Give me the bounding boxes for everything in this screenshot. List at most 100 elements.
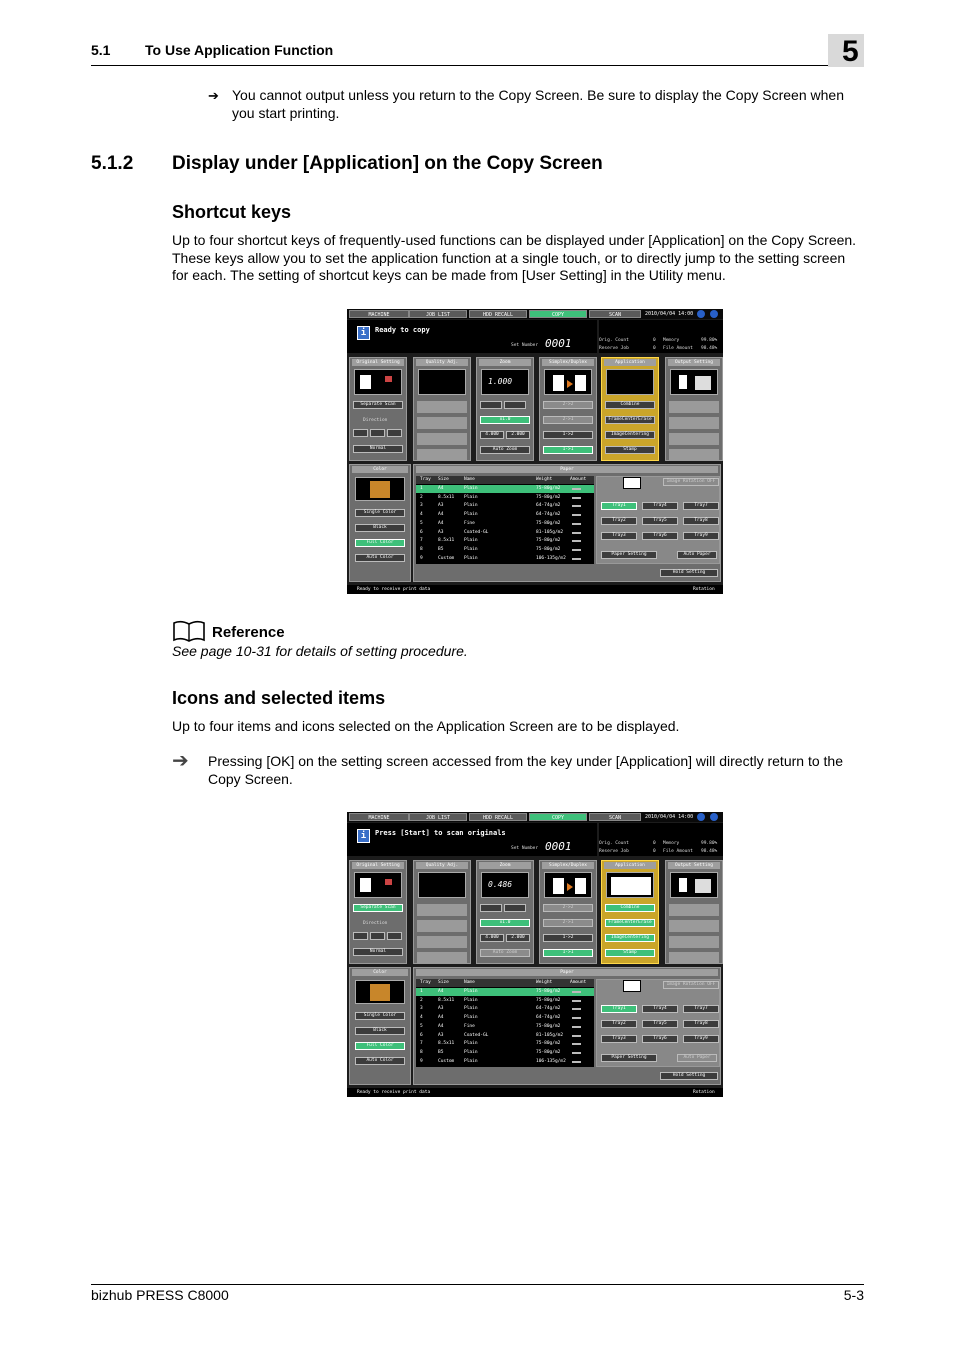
- tray-button-6[interactable]: Tray3: [601, 532, 637, 540]
- application-button-2[interactable]: ImageCentering: [605, 934, 655, 942]
- tray-button-3[interactable]: Tray2: [601, 517, 637, 525]
- duplex-button-2[interactable]: 1->2: [543, 431, 593, 439]
- zoom-4-button[interactable]: 4.000: [480, 431, 504, 439]
- panel-title[interactable]: Original Setting: [352, 359, 404, 366]
- help-icon[interactable]: [697, 310, 705, 318]
- application-button-0[interactable]: Combine: [605, 904, 655, 912]
- mode-icon[interactable]: [710, 310, 718, 318]
- auto-zoom-button[interactable]: Auto Zoom: [480, 949, 530, 957]
- panel-title[interactable]: Output Setting: [668, 359, 720, 366]
- rotation-text[interactable]: Rotation: [693, 587, 715, 592]
- help-icon[interactable]: [697, 813, 705, 821]
- panel-title[interactable]: Application: [604, 359, 656, 366]
- paper-setting-button[interactable]: Paper Setting: [601, 1054, 657, 1062]
- panel-title[interactable]: Zoom: [479, 862, 531, 869]
- normal-button[interactable]: Normal: [353, 948, 403, 956]
- tray-button-4[interactable]: Tray5: [642, 1020, 678, 1028]
- color-button-3[interactable]: Auto Color: [355, 554, 405, 562]
- tray-button-0[interactable]: Tray1: [601, 1005, 637, 1013]
- tray-button-1[interactable]: Tray4: [642, 502, 678, 510]
- zoom-plus-button[interactable]: [504, 401, 526, 409]
- application-button-1[interactable]: FrameCenterErase: [605, 919, 655, 927]
- tray-button-6[interactable]: Tray3: [601, 1035, 637, 1043]
- tab-0[interactable]: MACHINE: [349, 310, 409, 318]
- tray-button-2[interactable]: Tray7: [683, 1005, 719, 1013]
- duplex-button-3[interactable]: 1->1: [543, 446, 593, 454]
- direction-button-2[interactable]: [387, 932, 402, 940]
- auto-zoom-button[interactable]: Auto Zoom: [480, 446, 530, 454]
- image-rotation-button[interactable]: Image Rotation OFF: [663, 981, 719, 989]
- zoom-x1-button[interactable]: x1.0: [480, 919, 530, 927]
- duplex-button-1[interactable]: 2->1: [543, 416, 593, 424]
- tab-2[interactable]: HDD RECALL: [469, 310, 527, 318]
- direction-button-0[interactable]: [353, 932, 368, 940]
- separate-scan-button[interactable]: Separate Scan: [353, 904, 403, 912]
- application-button-1[interactable]: FrameCenterErase: [605, 416, 655, 424]
- normal-button[interactable]: Normal: [353, 445, 403, 453]
- zoom-2-button[interactable]: 2.000: [506, 431, 530, 439]
- hold-setting-button[interactable]: Hold Setting: [660, 1072, 718, 1080]
- tray-button-5[interactable]: Tray8: [683, 1020, 719, 1028]
- duplex-button-0[interactable]: 2->2: [543, 401, 593, 409]
- hold-setting-button[interactable]: Hold Setting: [660, 569, 718, 577]
- zoom-2-button[interactable]: 2.000: [506, 934, 530, 942]
- tab-3[interactable]: COPY: [529, 310, 587, 318]
- tray-button-3[interactable]: Tray2: [601, 1020, 637, 1028]
- color-button-0[interactable]: Single Color: [355, 1012, 405, 1020]
- image-rotation-button[interactable]: Image Rotation OFF: [663, 478, 719, 486]
- zoom-minus-button[interactable]: [480, 904, 502, 912]
- tray-button-8[interactable]: Tray9: [683, 532, 719, 540]
- tab-4[interactable]: SCAN: [589, 310, 641, 318]
- direction-button-0[interactable]: [353, 429, 368, 437]
- panel-title[interactable]: Application: [604, 862, 656, 869]
- panel-title[interactable]: Zoom: [479, 359, 531, 366]
- tray-button-2[interactable]: Tray7: [683, 502, 719, 510]
- panel-title[interactable]: Original Setting: [352, 862, 404, 869]
- tab-1[interactable]: JOB LIST: [409, 310, 467, 318]
- color-button-1[interactable]: Black: [355, 1027, 405, 1035]
- color-button-0[interactable]: Single Color: [355, 509, 405, 517]
- rotation-text[interactable]: Rotation: [693, 1090, 715, 1095]
- panel-title[interactable]: Simplex/Duplex: [542, 862, 594, 869]
- tray-button-4[interactable]: Tray5: [642, 517, 678, 525]
- application-button-3[interactable]: Stamp: [605, 949, 655, 957]
- zoom-x1-button[interactable]: x1.0: [480, 416, 530, 424]
- paper-setting-button[interactable]: Paper Setting: [601, 551, 657, 559]
- tray-button-7[interactable]: Tray6: [642, 532, 678, 540]
- zoom-minus-button[interactable]: [480, 401, 502, 409]
- tray-button-8[interactable]: Tray9: [683, 1035, 719, 1043]
- tab-0[interactable]: MACHINE: [349, 813, 409, 821]
- panel-title[interactable]: Simplex/Duplex: [542, 359, 594, 366]
- tab-2[interactable]: HDD RECALL: [469, 813, 527, 821]
- tray-button-7[interactable]: Tray6: [642, 1035, 678, 1043]
- duplex-button-0[interactable]: 2->2: [543, 904, 593, 912]
- auto-paper-button[interactable]: Auto Paper: [677, 551, 717, 559]
- tab-4[interactable]: SCAN: [589, 813, 641, 821]
- tray-button-5[interactable]: Tray8: [683, 517, 719, 525]
- zoom-plus-button[interactable]: [504, 904, 526, 912]
- color-button-3[interactable]: Auto Color: [355, 1057, 405, 1065]
- color-button-1[interactable]: Black: [355, 524, 405, 532]
- auto-paper-button[interactable]: Auto Paper: [677, 1054, 717, 1062]
- panel-title[interactable]: Quality Adj.: [416, 862, 468, 869]
- tray-button-1[interactable]: Tray4: [642, 1005, 678, 1013]
- duplex-button-2[interactable]: 1->2: [543, 934, 593, 942]
